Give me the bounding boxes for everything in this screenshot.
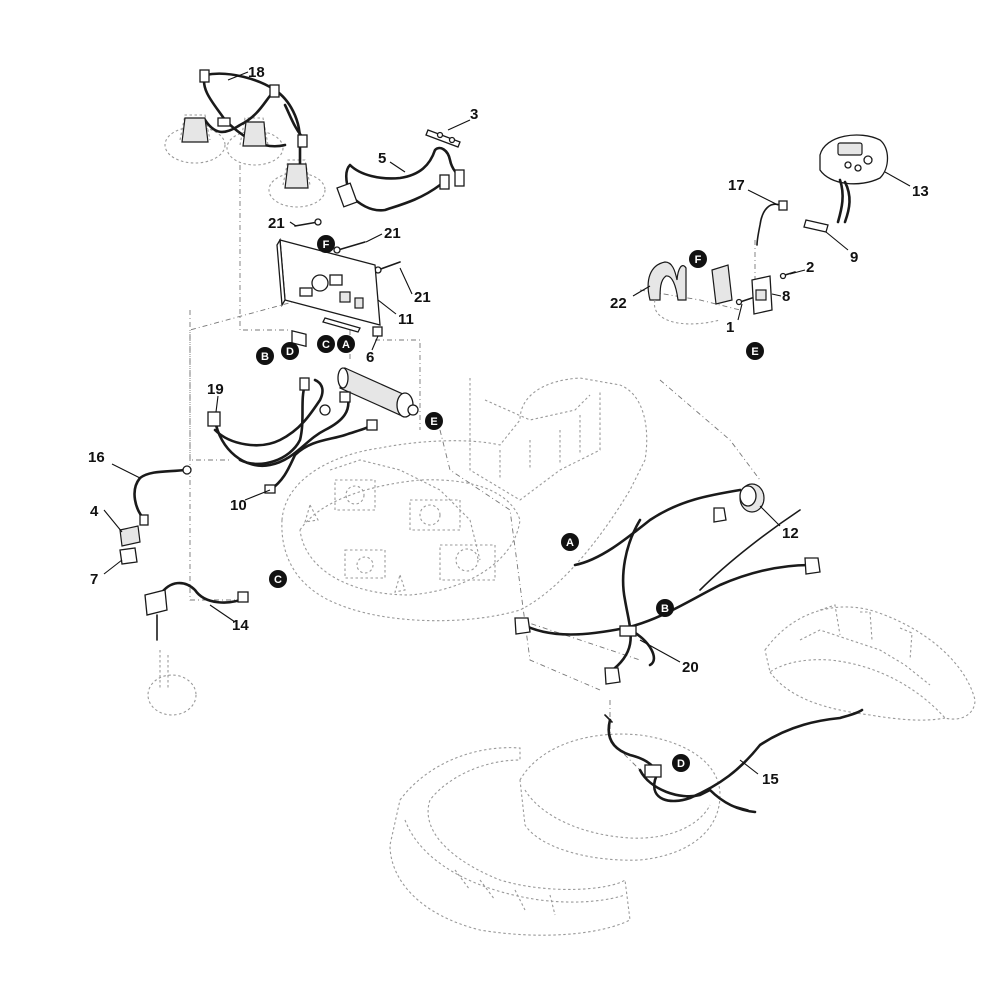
callout-2: 2 <box>806 259 814 276</box>
callout-14: 14 <box>232 617 249 634</box>
connector-6 <box>372 326 383 337</box>
connector-badge-f: F <box>689 250 707 268</box>
svg-text:A: A <box>566 537 574 549</box>
plate-8 <box>751 275 773 315</box>
callout-6: 6 <box>366 349 374 366</box>
cable-16 <box>133 465 192 526</box>
harness-20 <box>514 488 821 685</box>
connector-badge-c: C <box>269 570 287 588</box>
chassis-ghost <box>281 377 648 622</box>
lamp-ghosts <box>147 114 326 716</box>
clip-9 <box>803 219 829 233</box>
connector-badge-e: E <box>746 342 764 360</box>
connector-badge-a: A <box>337 335 355 353</box>
control-panel-13 <box>819 134 889 224</box>
callout-11: 11 <box>398 311 414 328</box>
leader-lines <box>103 71 911 775</box>
ribbon-cable-22 <box>647 261 733 325</box>
callout-8: 8 <box>782 288 790 305</box>
harness-15 <box>604 708 864 814</box>
svg-text:F: F <box>695 254 702 266</box>
svg-text:D: D <box>677 758 685 770</box>
callout-5: 5 <box>378 150 386 167</box>
cable-5 <box>336 146 465 212</box>
assembly-guide-lines <box>189 165 761 771</box>
callout-21a: 21 <box>268 215 285 232</box>
connector-badge-f: F <box>317 235 335 253</box>
clip-7 <box>119 547 138 565</box>
callout-22: 22 <box>610 295 627 312</box>
svg-text:C: C <box>322 339 330 351</box>
headlight-harness-18 <box>181 69 309 189</box>
callout-labels: 18 3 5 13 17 9 2 8 1 22 21 21 21 11 6 19… <box>88 64 929 788</box>
clip-4 <box>119 525 141 547</box>
svg-text:B: B <box>661 603 669 615</box>
svg-text:C: C <box>274 574 282 586</box>
circuit-board-11 <box>276 237 381 348</box>
callout-20: 20 <box>682 659 699 676</box>
callout-16: 16 <box>88 449 105 466</box>
motor-cylinder <box>337 367 419 418</box>
connector-badges: F F E E B D C A <box>256 235 764 772</box>
cable-17 <box>756 200 788 246</box>
cable-14 <box>144 581 249 641</box>
harness-19 <box>207 377 351 468</box>
callout-18: 18 <box>248 64 265 81</box>
actuator-12 <box>739 483 765 513</box>
rear-shell-ghost <box>389 733 721 936</box>
svg-text:D: D <box>286 346 294 358</box>
callout-21b: 21 <box>384 225 401 242</box>
bracket-3 <box>425 129 461 148</box>
callout-10: 10 <box>230 497 247 514</box>
callout-1: 1 <box>726 319 734 336</box>
svg-text:A: A <box>342 339 350 351</box>
callout-12: 12 <box>782 525 799 542</box>
svg-text:B: B <box>261 351 269 363</box>
svg-text:F: F <box>323 239 330 251</box>
connector-badge-e: E <box>425 412 443 430</box>
connector-badge-d: D <box>672 754 690 772</box>
connector-badge-d: D <box>281 342 299 360</box>
screws-21 <box>294 218 401 274</box>
callout-4: 4 <box>90 503 99 520</box>
callout-13: 13 <box>912 183 929 200</box>
callout-21c: 21 <box>414 289 431 306</box>
callout-3: 3 <box>470 106 478 123</box>
connector-badge-a: A <box>561 533 579 551</box>
connector-badge-b: B <box>256 347 274 365</box>
connector-badge-c: C <box>317 335 335 353</box>
callout-7: 7 <box>90 571 98 588</box>
callout-19: 19 <box>207 381 224 398</box>
front-bumper-ghost <box>764 604 976 721</box>
callout-9: 9 <box>850 249 858 266</box>
callout-17: 17 <box>728 177 745 194</box>
callout-15: 15 <box>762 771 779 788</box>
svg-text:E: E <box>430 416 437 428</box>
screw-1 <box>735 297 753 306</box>
svg-text:E: E <box>751 346 758 358</box>
cable-10 <box>264 419 378 494</box>
connector-badge-b: B <box>656 599 674 617</box>
